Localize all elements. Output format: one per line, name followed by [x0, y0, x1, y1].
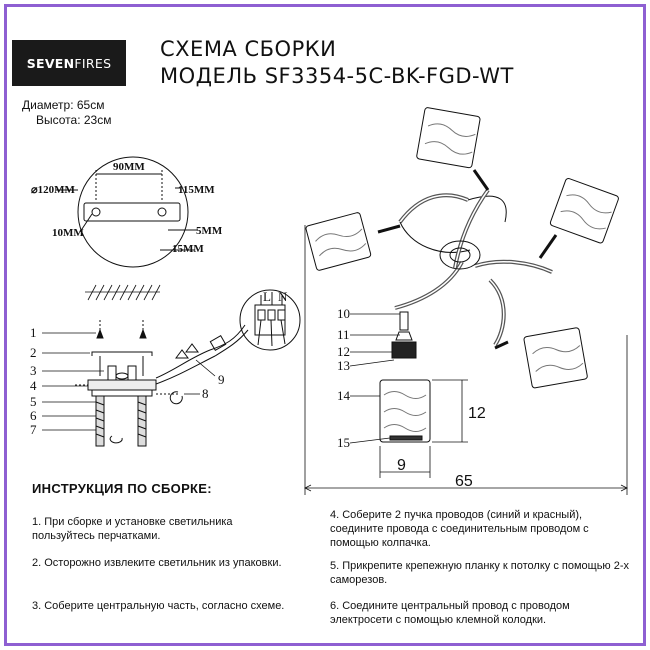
logo-regular: FIRES: [74, 55, 112, 71]
instruction-step-6: 6. Соедините центральный провод с провод…: [330, 600, 570, 626]
instruction-step-5: 5. Прикрепите крепежную планку к потолку…: [330, 560, 630, 586]
part-10: 10: [337, 306, 350, 321]
instruction-step-4: 4. Соберите 2 пучка проводов (синий и кр…: [330, 509, 589, 549]
part-2: 2: [30, 345, 37, 360]
part-9: 9: [218, 372, 225, 387]
mount-plate-view: [56, 156, 198, 268]
part-8: 8: [202, 386, 209, 401]
dim-115: 115MM: [178, 184, 215, 196]
dim-5: 5MM: [196, 225, 223, 237]
side-assembly: [75, 320, 249, 447]
instruction-step-1: 1. При сборке и установке светильника по…: [32, 516, 233, 542]
border-frame: [4, 4, 646, 646]
logo-bold: SEVEN: [26, 55, 75, 71]
wire-label-l: L: [263, 289, 271, 304]
dim-shade-width: 9: [397, 457, 406, 474]
part-11: 11: [337, 327, 350, 342]
dim-15: 15MM: [172, 243, 204, 255]
instruction-step-2: 2. Осторожно извлеките светильник из упа…: [32, 557, 282, 569]
part-15: 15: [337, 435, 350, 450]
part-7: 7: [30, 422, 37, 437]
part-13: 13: [337, 358, 350, 373]
dim-shade-height: 12: [468, 405, 486, 422]
spec-diameter: Диаметр: 65см: [22, 98, 105, 112]
part-4: 4: [30, 378, 37, 393]
part-3: 3: [30, 363, 37, 378]
mount-plate-outline: [77, 156, 189, 213]
part-1: 1: [30, 325, 37, 340]
instruction-step-3: 3. Соберите центральную часть, согласно …: [32, 600, 285, 612]
instructions-heading: ИНСТРУКЦИЯ ПО СБОРКЕ:: [32, 481, 212, 496]
part-14: 14: [337, 388, 351, 403]
model-title: МОДЕЛЬ SF3354-5C-BK-FGD-WT: [160, 64, 514, 88]
mount-hole-right: [157, 207, 167, 217]
page-title: СХЕМА СБОРКИ: [160, 37, 337, 61]
part-5: 5: [30, 394, 37, 409]
wire-label-n: N: [278, 289, 288, 304]
part-6: 6: [30, 408, 37, 423]
mount-bar: [83, 202, 181, 222]
dim-total-width: 65: [455, 473, 473, 490]
dim-10: 10MM: [52, 227, 84, 239]
terminal-block-zoom: [239, 289, 301, 351]
dim-90: 90MM: [113, 161, 145, 173]
ceiling-hatch: [85, 284, 161, 301]
part-12: 12: [337, 344, 350, 359]
mount-hole-left: [91, 207, 101, 217]
spec-height: Высота: 23см: [36, 113, 112, 127]
dim-diameter: ⌀120MM: [31, 184, 76, 196]
